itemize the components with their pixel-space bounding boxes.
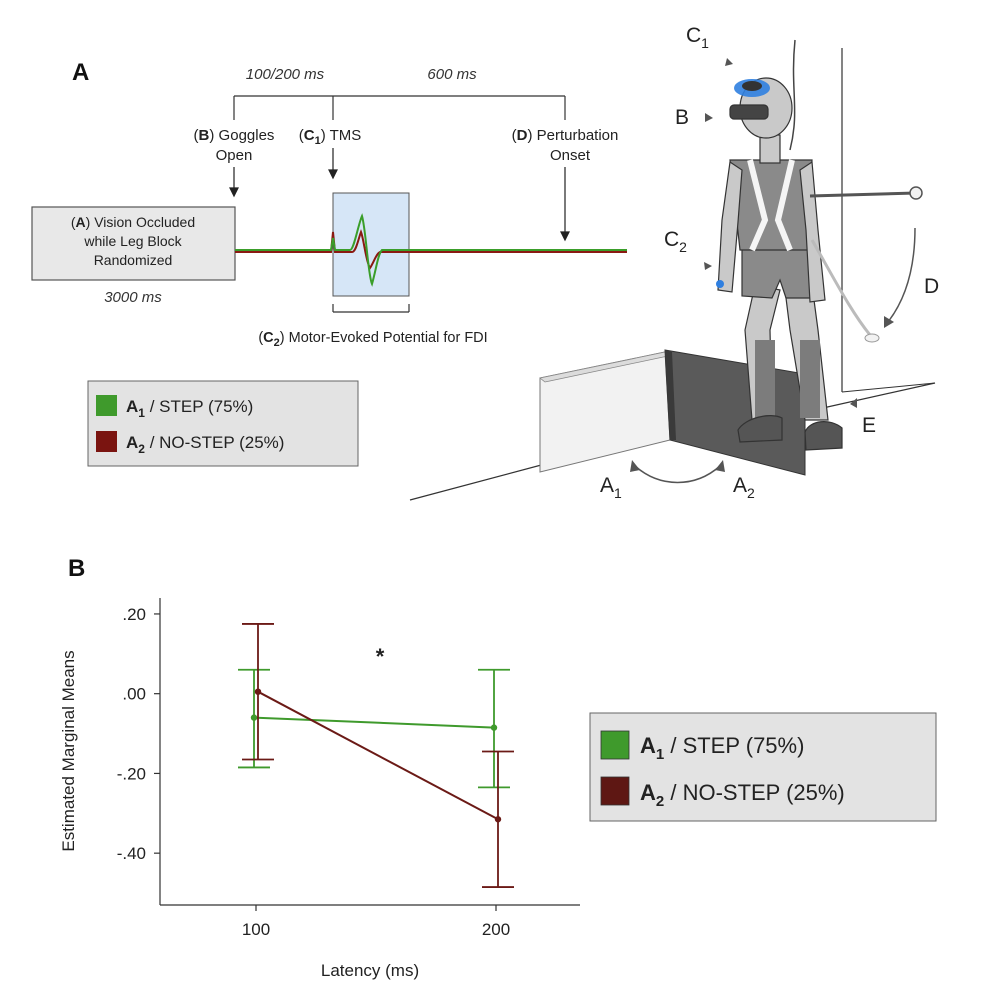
timing-tms-perturbation: 600 ms [427, 66, 477, 83]
setup-illustration: C1 B C2 D E A1 A2 [409, 24, 939, 501]
perturbation-arrow [887, 227, 916, 323]
event-perturbation-line1: (D) Perturbation [512, 127, 619, 144]
significance-marker: * [376, 644, 385, 669]
leg-block-a2 [664, 349, 806, 476]
data-point [254, 688, 262, 695]
legend-a-step: A1 / STEP (75%) [126, 397, 253, 420]
y-tick-label: .00 [122, 685, 146, 704]
panel-b: B .20 .00 -.20 -.40 100 200 Estimated Margin… [59, 555, 937, 980]
red-square-icon [600, 776, 630, 806]
y-tick-label: -.40 [117, 844, 146, 863]
y-axis-label: Estimated Marginal Means [59, 650, 78, 851]
red-square-icon [96, 431, 117, 452]
event-goggles-open-line1: (B) Goggles [194, 127, 275, 144]
vision-occluded-box [31, 206, 236, 281]
vision-occluded-line3: Randomized [94, 252, 173, 268]
y-ticks: .20 .00 -.20 -.40 [117, 605, 160, 863]
green-square-icon [96, 395, 117, 416]
vision-occluded-line1: (A) Vision Occluded [71, 214, 195, 230]
data-point [494, 816, 502, 823]
trace-no-step [235, 229, 627, 270]
timing-bracket [233, 95, 566, 120]
label-c1: C1 [686, 24, 709, 51]
fdi-electrode-icon [716, 280, 724, 288]
x-tick-label: 100 [242, 920, 270, 939]
y-tick-label: .20 [122, 605, 146, 624]
label-d: D [924, 275, 939, 298]
series-line [257, 690, 499, 821]
leg-block-a1 [539, 351, 671, 473]
label-e: E [862, 414, 876, 437]
green-square-icon [600, 730, 630, 760]
event-arrows [229, 148, 570, 242]
label-a1: A1 [600, 474, 622, 501]
legend-panel-a: A1 / STEP (75%) A2 / NO-STEP (25%) [87, 380, 359, 467]
mep-label: (C2) Motor-Evoked Potential for FDI [258, 330, 487, 349]
x-axis-label: Latency (ms) [321, 961, 419, 980]
series-2 [242, 623, 514, 888]
legend-panel-b: A1 / STEP (75%) A2 / NO-STEP (25%) [589, 712, 937, 822]
vision-occluded-line2: while Leg Block [83, 233, 182, 249]
event-goggles-open-line2: Open [216, 147, 253, 164]
series-line [253, 716, 495, 729]
label-a2: A2 [733, 474, 755, 501]
panel-a: A 100/200 ms 600 ms (B) Goggles Open (C1… [31, 59, 627, 467]
mep-bracket [332, 304, 410, 313]
x-ticks: 100 200 [242, 905, 510, 939]
x-tick-label: 200 [482, 920, 510, 939]
timing-occlusion: 3000 ms [104, 289, 162, 306]
y-tick-label: -.20 [117, 764, 146, 783]
legend-a-no-step: A2 / NO-STEP (25%) [126, 433, 284, 456]
trace-step [235, 213, 627, 287]
panel-b-label: B [68, 555, 85, 582]
legend-b-no-step: A2 / NO-STEP (25%) [640, 780, 845, 810]
series-1 [238, 668, 510, 789]
block-rotation-arrow [634, 465, 721, 484]
event-tms: (C1) TMS [299, 127, 362, 147]
timing-goggles-tms: 100/200 ms [246, 66, 325, 83]
legend-b-step: A1 / STEP (75%) [640, 733, 804, 763]
label-b: B [675, 106, 689, 129]
emg-traces [235, 213, 627, 287]
series-layer [238, 623, 514, 888]
label-c2: C2 [664, 228, 687, 255]
panel-a-label: A [72, 59, 89, 86]
chart: .20 .00 -.20 -.40 100 200 Estimated Marginal… [59, 598, 580, 980]
data-point [250, 714, 258, 721]
event-perturbation-line2: Onset [550, 147, 591, 164]
data-point [490, 724, 498, 731]
